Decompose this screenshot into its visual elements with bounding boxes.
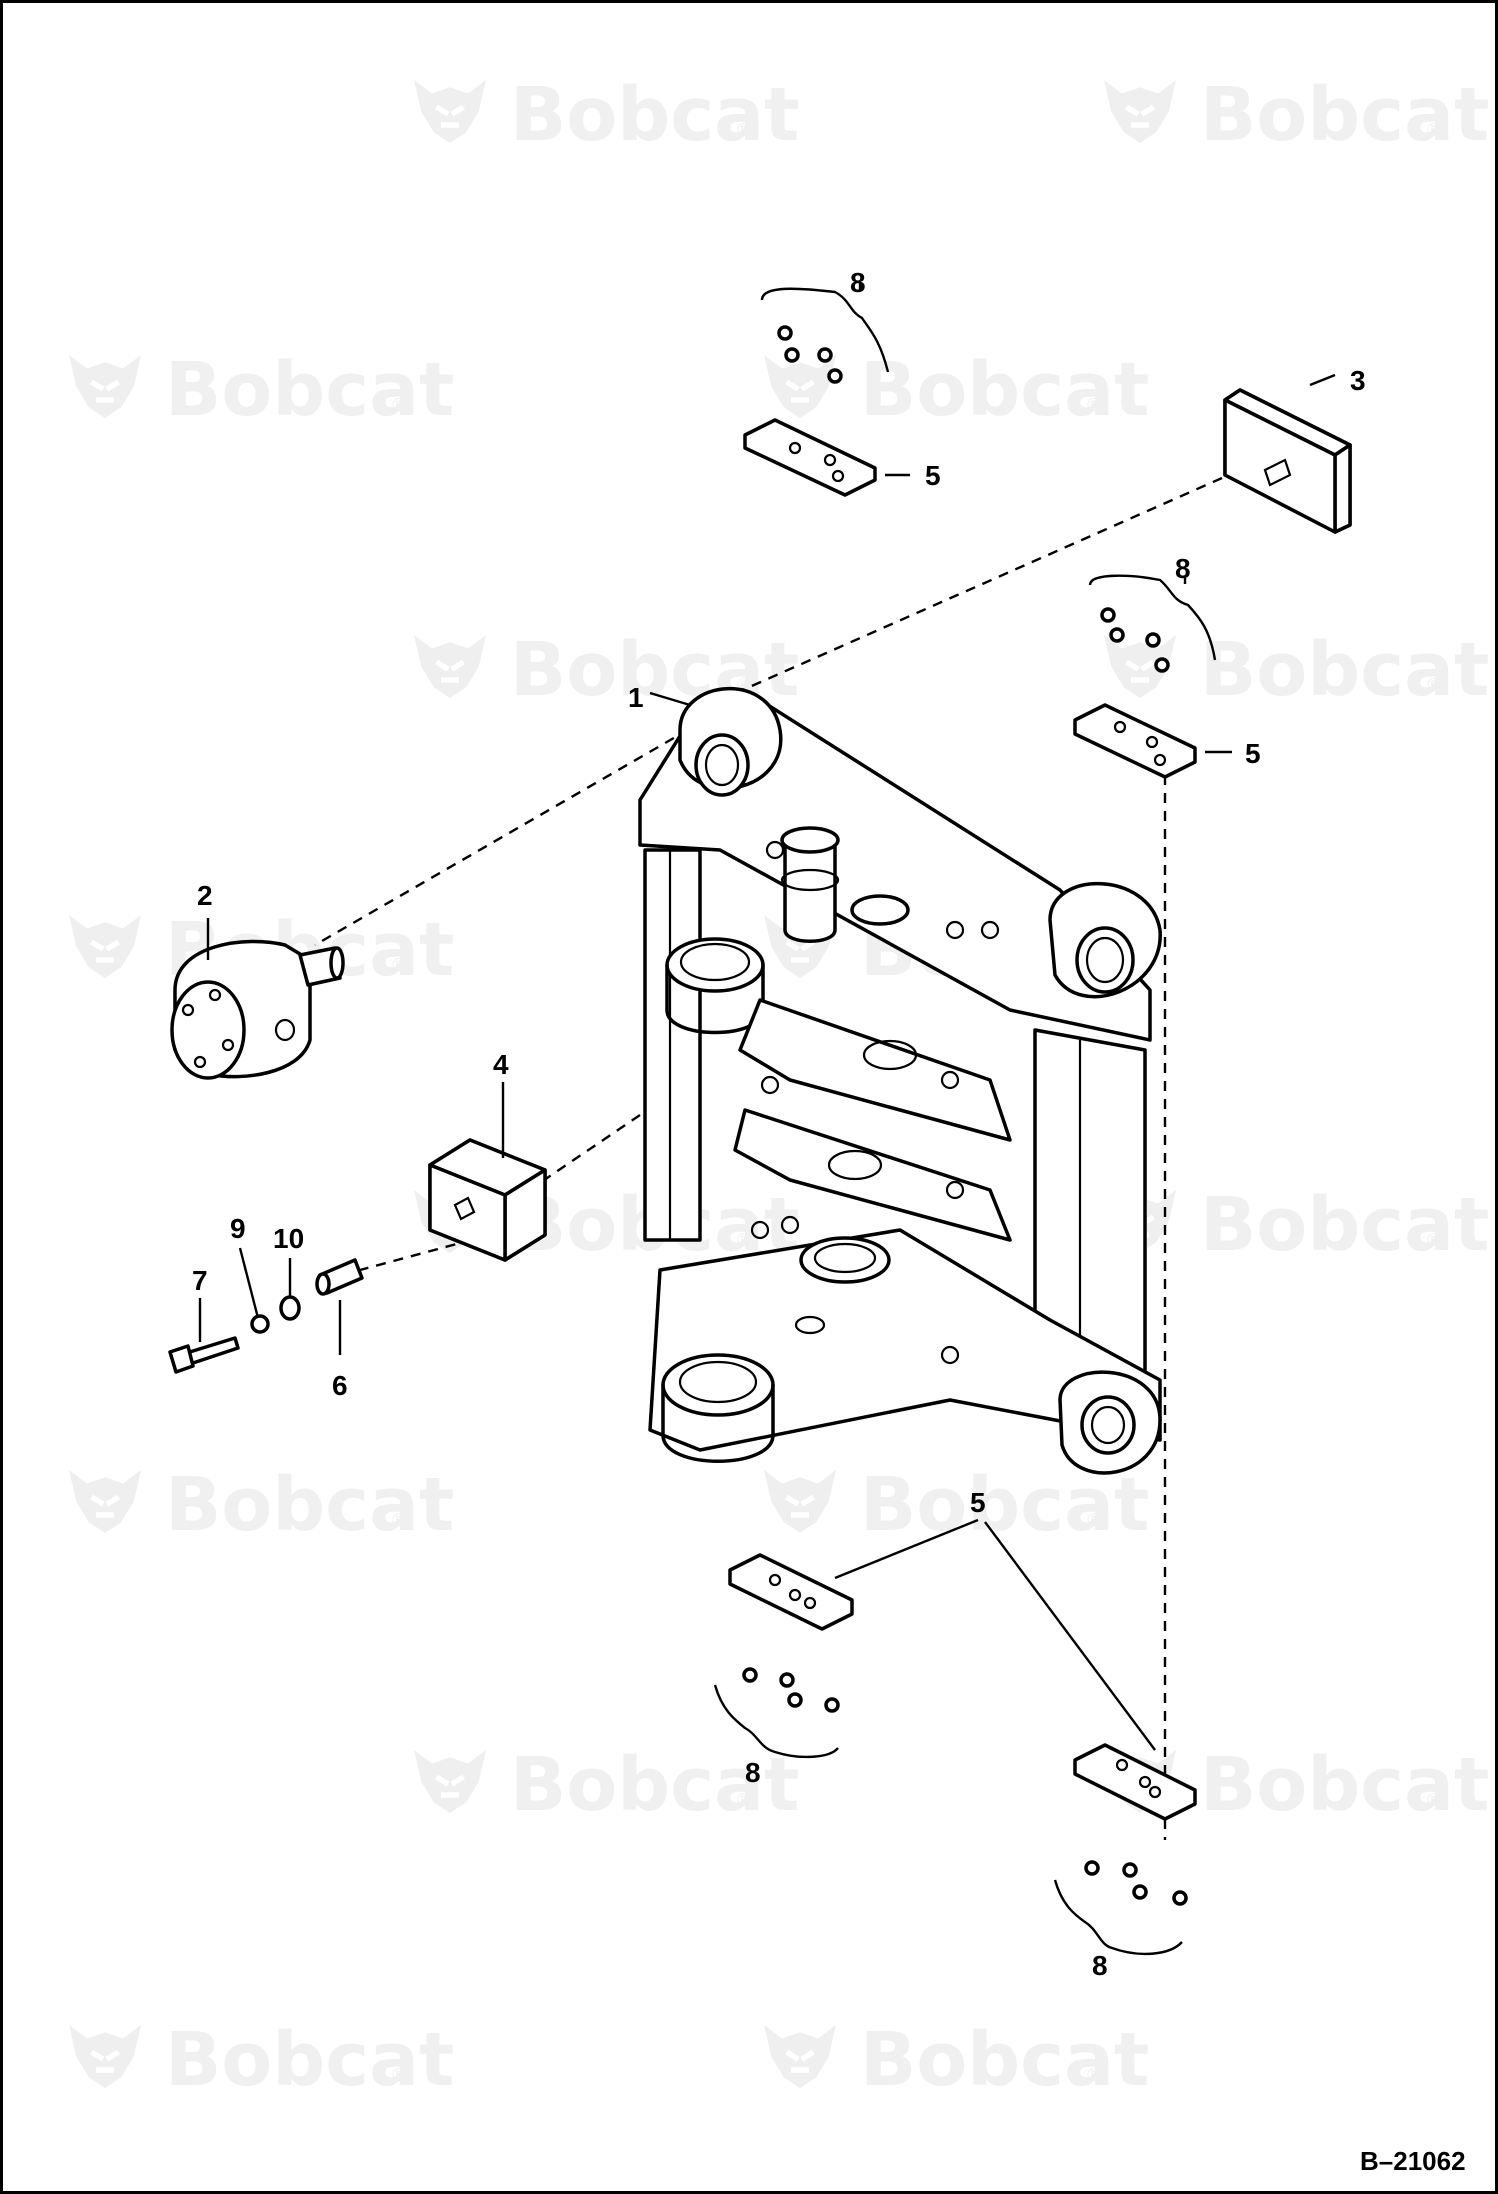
swing-frame-part	[638, 686, 1162, 1475]
callout-5-top: 5	[925, 460, 941, 491]
callout-8-lower-left: 8	[745, 1757, 761, 1788]
callout-3: 3	[1350, 365, 1366, 396]
callout-6: 6	[332, 1370, 348, 1401]
watermark-registered: ®	[735, 1790, 753, 1811]
leader-lines	[198, 283, 1336, 1751]
callout-8-lower-right: 8	[1092, 1950, 1108, 1981]
callout-5-right: 5	[1245, 738, 1261, 769]
callout-5-bottom: 5	[970, 1487, 986, 1518]
block-part-3	[1223, 388, 1352, 534]
watermark-text: Bobcat	[1200, 72, 1489, 158]
watermark-text: Bobcat	[165, 2017, 454, 2103]
callout-2: 2	[197, 880, 213, 911]
watermark-registered: ®	[390, 2065, 408, 2086]
callout-9: 9	[230, 1213, 246, 1244]
watermark-registered: ®	[1085, 1510, 1103, 1531]
watermark-text: Bobcat	[510, 1742, 799, 1828]
watermark-registered: ®	[390, 955, 408, 976]
watermark-registered: ®	[1425, 675, 1443, 696]
watermark-grid: Bobcat® Bobcat® Bobcat® Bobcat® Bobcat® …	[69, 72, 1489, 2103]
plate-part-5-lower-left	[728, 1553, 854, 1631]
small-hardware-parts	[168, 1258, 364, 1374]
watermark-text: Bobcat	[860, 347, 1149, 433]
watermark-text: Bobcat	[165, 1462, 454, 1548]
watermark-text: Bobcat	[510, 72, 799, 158]
watermark-registered: ®	[1425, 1790, 1443, 1811]
watermark-registered: ®	[1085, 2065, 1103, 2086]
screw-group-8-lower-left	[713, 1667, 840, 1759]
plate-part-5-lower-right	[1073, 1743, 1197, 1821]
screw-group-8-lower-right	[1053, 1860, 1188, 1956]
watermark-registered: ®	[1085, 395, 1103, 416]
callout-8-right: 8	[1175, 553, 1191, 584]
callout-7: 7	[192, 1265, 208, 1296]
callout-4: 4	[493, 1049, 509, 1080]
watermark-text: Bobcat	[860, 2017, 1149, 2103]
watermark-text: Bobcat	[1200, 627, 1489, 713]
watermark-registered: ®	[390, 1510, 408, 1531]
watermark-text: Bobcat	[1200, 1182, 1489, 1268]
block-part-4	[428, 1138, 547, 1262]
figure-id: B–21062	[1360, 2146, 1466, 2176]
screw-group-8-top	[760, 287, 890, 384]
swivel-joint-part	[170, 939, 345, 1080]
watermark-registered: ®	[735, 1230, 753, 1251]
callout-8-top: 8	[850, 267, 866, 298]
watermark-registered: ®	[1425, 1230, 1443, 1251]
plate-part-5-right	[1073, 703, 1197, 779]
watermark-text: Bobcat	[165, 347, 454, 433]
screw-group-8-right	[1088, 574, 1217, 673]
watermark-text: Bobcat	[1200, 1742, 1489, 1828]
callout-10: 10	[273, 1223, 304, 1254]
plate-part-5-top	[743, 418, 877, 497]
callout-1: 1	[628, 682, 644, 713]
callout-labels: 1 2 3 4 5 5 5 6 7 8 8 8 8 9 10	[192, 267, 1366, 1981]
watermark-registered: ®	[390, 395, 408, 416]
watermark-registered: ®	[1425, 120, 1443, 141]
watermark-registered: ®	[735, 120, 753, 141]
watermark-text: Bobcat	[860, 1462, 1149, 1548]
